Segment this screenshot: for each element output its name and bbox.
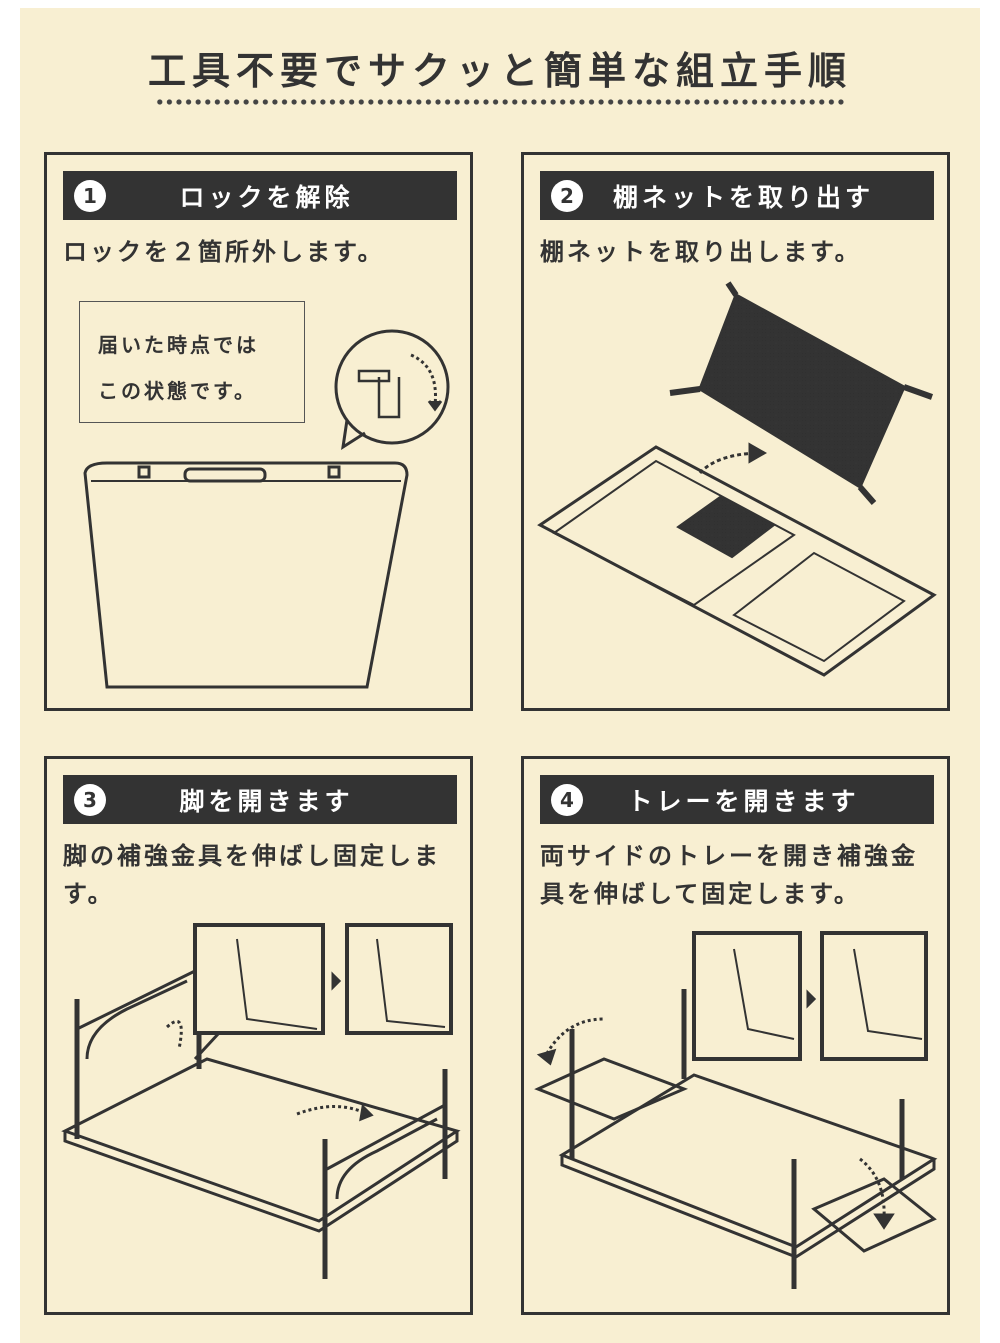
folded-table-illustration xyxy=(83,329,450,689)
step-4-panel: 4 トレーを開きます 両サイドのトレーを開き補強金具を伸ばして固定します。 xyxy=(521,756,950,1315)
dotted-divider xyxy=(155,98,847,106)
step-description: 脚の補強金具を伸ばし固定します。 xyxy=(63,842,441,908)
note-line: 届いた時点では xyxy=(98,333,259,357)
open-trays-illustration xyxy=(534,931,938,1289)
step-number: 3 xyxy=(74,783,106,816)
step-header: 4 トレーを開きます xyxy=(540,775,934,824)
step-header: 1 ロックを解除 xyxy=(63,171,457,220)
step-heading: 脚を開きます xyxy=(179,786,354,816)
note-line: この状態です。 xyxy=(98,379,257,403)
step-3-panel: 3 脚を開きます 脚の補強金具を伸ばし固定します。 xyxy=(44,756,473,1315)
step-description: 両サイドのトレーを開き補強金具を伸ばして固定します。 xyxy=(540,842,918,908)
step-2-panel: 2 棚ネットを取り出す 棚ネットを取り出します。 xyxy=(521,152,950,711)
step-1-panel: 1 ロックを解除 ロックを２箇所外します。 届いた時点ではこの状態です。 xyxy=(44,152,473,711)
page-title: 工具不要でサクッと簡単な組立手順 xyxy=(147,49,852,93)
step-header: 3 脚を開きます xyxy=(63,775,457,824)
shelf-net-illustration xyxy=(537,281,937,677)
step-description: 棚ネットを取り出します。 xyxy=(540,238,862,266)
step-number: 2 xyxy=(551,179,583,212)
step-description: ロックを２箇所外します。 xyxy=(63,238,385,266)
note-box: 届いた時点ではこの状態です。 xyxy=(79,301,305,423)
step-header: 2 棚ネットを取り出す xyxy=(540,171,934,220)
step-heading: 棚ネットを取り出す xyxy=(612,182,874,212)
step-number: 1 xyxy=(74,179,106,212)
step-number: 4 xyxy=(551,783,583,816)
step-heading: トレーを開きます xyxy=(627,786,860,816)
step-heading: ロックを解除 xyxy=(179,182,354,212)
open-legs-illustration xyxy=(61,923,461,1279)
